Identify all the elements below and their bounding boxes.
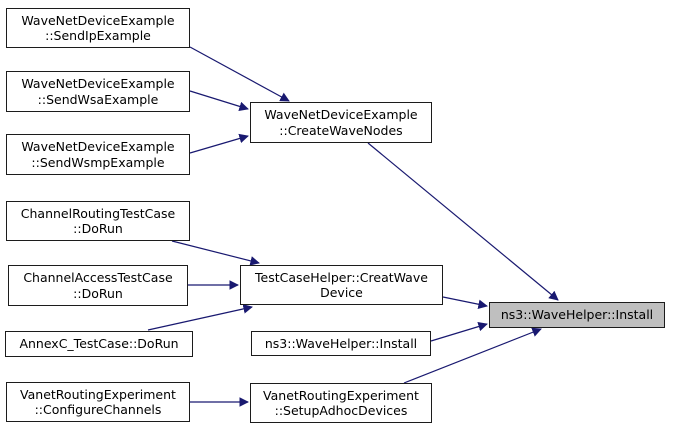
edge-channelrouting-creatdev <box>171 240 260 266</box>
edge-annexc-creatdev <box>147 304 253 331</box>
node-wavehelper-install-caller[interactable]: ns3::WaveHelper::Install <box>251 331 431 356</box>
edge-sendwsa-createwave <box>189 90 249 112</box>
node-setupadhocdevices[interactable]: VanetRoutingExperiment ::SetupAdhocDevic… <box>250 383 432 423</box>
node-wavehelper-install-current: ns3::WaveHelper::Install <box>489 302 665 328</box>
edge-createwave-install <box>367 142 559 301</box>
edge-sendip-createwave <box>189 46 290 102</box>
node-channelroutingtestcase[interactable]: ChannelRoutingTestCase ::DoRun <box>6 201 190 241</box>
edge-setupadhoc-install <box>403 327 542 384</box>
node-annexctestcase[interactable]: AnnexC_TestCase::DoRun <box>5 331 193 357</box>
node-createwavenodes[interactable]: WaveNetDeviceExample ::CreateWaveNodes <box>250 102 432 143</box>
node-sendipexample[interactable]: WaveNetDeviceExample ::SendIpExample <box>6 8 190 48</box>
edge-sendwsmp-createwave <box>189 133 249 154</box>
node-sendwsmpexample[interactable]: WaveNetDeviceExample ::SendWsmpExample <box>6 134 190 175</box>
edge-installmid-install <box>430 321 488 342</box>
node-configurechannels[interactable]: VanetRoutingExperiment ::ConfigureChanne… <box>6 382 190 422</box>
node-sendwsaexample[interactable]: WaveNetDeviceExample ::SendWsaExample <box>6 71 190 112</box>
node-channelaccesstestcase[interactable]: ChannelAccessTestCase ::DoRun <box>8 265 188 306</box>
node-creatwavedevice[interactable]: TestCaseHelper::CreatWave Device <box>240 265 443 305</box>
edge-creatdev-install <box>442 296 488 309</box>
